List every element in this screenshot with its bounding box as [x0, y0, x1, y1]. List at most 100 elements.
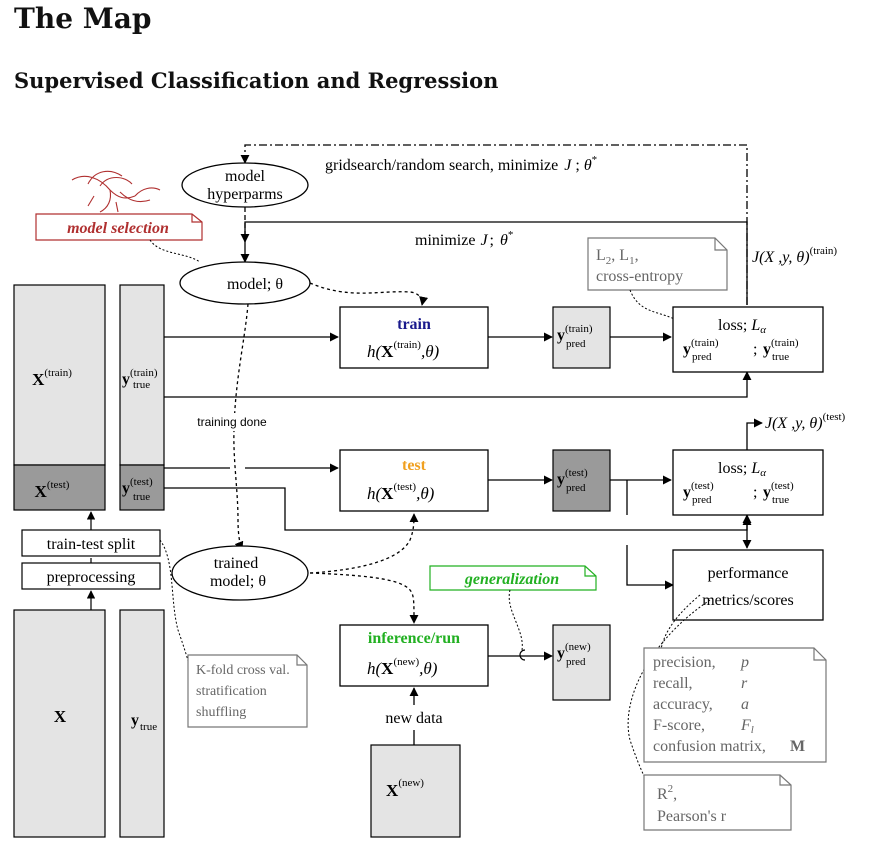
test-box: test h(X(test),θ): [339, 449, 489, 512]
svg-text:generalization: generalization: [464, 571, 559, 588]
y-pred-train-block: y(train) pred: [552, 306, 611, 369]
trained-model-node: trained model; θ: [171, 545, 309, 601]
svg-text:y(test): y(test): [122, 476, 153, 497]
preprocessing-box: preprocessing: [21, 562, 161, 590]
svg-text:y(test): y(test): [763, 480, 794, 501]
train-test-split-box: train-test split: [21, 529, 161, 557]
svg-text:inference/run: inference/run: [368, 630, 460, 647]
svg-text:loss;Lα: loss;Lα: [718, 317, 766, 336]
svg-text:y(train): y(train): [763, 337, 799, 358]
svg-text:p: p: [740, 654, 749, 671]
svg-text:model selection: model selection: [67, 220, 169, 237]
svg-text:h(X(new),θ): h(X(new),θ): [367, 656, 438, 678]
svg-text:X(test): X(test): [35, 479, 70, 501]
svg-text:model; θ: model; θ: [210, 573, 266, 590]
svg-text:y(test): y(test): [683, 480, 714, 501]
svg-text:confusion matrix,: confusion matrix,: [653, 738, 766, 755]
svg-text:L2,L1,: L2,L1,: [596, 247, 639, 267]
svg-text:train-test split: train-test split: [47, 536, 136, 553]
svg-text:Pearson's r: Pearson's r: [657, 808, 727, 825]
svg-text:cross-entropy: cross-entropy: [596, 268, 683, 285]
svg-text:M: M: [790, 738, 805, 755]
svg-text:y(test): y(test): [557, 467, 588, 488]
svg-text:preprocessing: preprocessing: [47, 569, 136, 586]
svg-text:y: y: [131, 712, 139, 729]
model-hyperparams-node: model hyperparms: [181, 162, 309, 208]
svg-text:;: ;: [753, 341, 757, 358]
y-test-block: y(test) true: [119, 464, 165, 511]
svg-text:y(new): y(new): [557, 641, 591, 662]
classification-metrics-note: precision, p recall, r accuracy, a F-sco…: [643, 647, 827, 763]
svg-text:trained: trained: [214, 555, 258, 572]
svg-text:K-fold cross val.: K-fold cross val.: [196, 663, 290, 678]
svg-text:X(train): X(train): [32, 367, 72, 389]
svg-text:train: train: [397, 316, 431, 333]
x-new-block: X(new): [370, 744, 461, 838]
svg-text:recall,: recall,: [653, 675, 693, 692]
svg-text:true: true: [772, 351, 789, 363]
svg-text:y(train): y(train): [122, 367, 158, 388]
regression-metrics-note: R2, Pearson's r: [643, 774, 792, 831]
svg-text:pred: pred: [566, 656, 586, 668]
generalization-note: generalization: [429, 565, 597, 591]
svg-text:a: a: [741, 696, 749, 713]
svg-text:accuracy,: accuracy,: [653, 696, 713, 713]
svg-text:pred: pred: [692, 351, 712, 363]
svg-text:pred: pred: [566, 482, 586, 494]
x-train-block: X(train): [13, 284, 106, 466]
new-data-label: new data: [385, 710, 442, 727]
svg-text:F-score,: F-score,: [653, 717, 705, 734]
inference-box: inference/run h(X(new),θ): [339, 624, 489, 687]
dragon-icon: [71, 170, 161, 213]
svg-text:X: X: [54, 707, 67, 726]
y-train-block: y(train) true: [119, 284, 165, 466]
svg-text:metrics/scores: metrics/scores: [702, 592, 794, 609]
svg-text:pred: pred: [692, 494, 712, 506]
svg-text:R2,: R2,: [657, 783, 677, 803]
y-pred-new-block: y(new) pred: [552, 624, 611, 701]
svg-text:stratification: stratification: [196, 684, 267, 699]
svg-text:;: ;: [753, 484, 757, 501]
svg-text:X(new): X(new): [386, 777, 424, 800]
model-node: model; θ: [179, 261, 311, 305]
svg-text:shuffling: shuffling: [196, 705, 246, 720]
svg-text:y(train): y(train): [683, 337, 719, 358]
x-full-block: X: [13, 609, 106, 838]
svg-text:true: true: [133, 491, 150, 503]
cost-test-label: J(X ,y, θ)(test): [765, 411, 846, 432]
train-box: train h(X(train),θ): [339, 306, 489, 369]
model-selection-note: model selection: [35, 213, 203, 241]
svg-text:h(X(train),θ): h(X(train),θ): [367, 339, 440, 361]
svg-text:model; θ: model; θ: [227, 276, 283, 293]
svg-text:h(X(test),θ): h(X(test),θ): [367, 481, 435, 503]
svg-text:hyperparms: hyperparms: [207, 186, 283, 203]
performance-metrics-box: performance metrics/scores: [672, 549, 824, 621]
y-full-block: y true: [119, 609, 165, 838]
training-done-label: training done: [197, 415, 267, 429]
svg-text:r: r: [741, 675, 748, 692]
cross-validation-note: K-fold cross val. stratification shuffli…: [187, 654, 308, 728]
svg-text:model: model: [225, 168, 266, 185]
x-test-block: X(test): [13, 464, 106, 511]
section-title: Supervised Classification and Regression: [14, 68, 499, 93]
svg-text:precision,: precision,: [653, 654, 716, 671]
svg-text:pred: pred: [566, 338, 586, 350]
page-title: The Map: [14, 2, 152, 35]
svg-text:test: test: [402, 457, 427, 474]
loss-test-box: loss;Lα y(test) pred ; y(test) true: [672, 449, 824, 516]
regularization-note: L2,L1, cross-entropy: [587, 237, 728, 291]
svg-text:loss;Lα: loss;Lα: [718, 460, 766, 479]
svg-text:true: true: [133, 379, 150, 391]
cost-train-label: J(X ,y, θ)(train): [752, 245, 837, 266]
svg-text:performance: performance: [708, 565, 789, 582]
svg-text:true: true: [772, 494, 789, 506]
svg-text:y(train): y(train): [557, 323, 593, 344]
svg-text:true: true: [140, 721, 157, 733]
loss-train-box: loss;Lα y(train) pred ; y(train) true: [672, 306, 824, 373]
y-pred-test-block: y(test) pred: [552, 449, 611, 512]
svg-text:Fl: Fl: [740, 717, 754, 736]
